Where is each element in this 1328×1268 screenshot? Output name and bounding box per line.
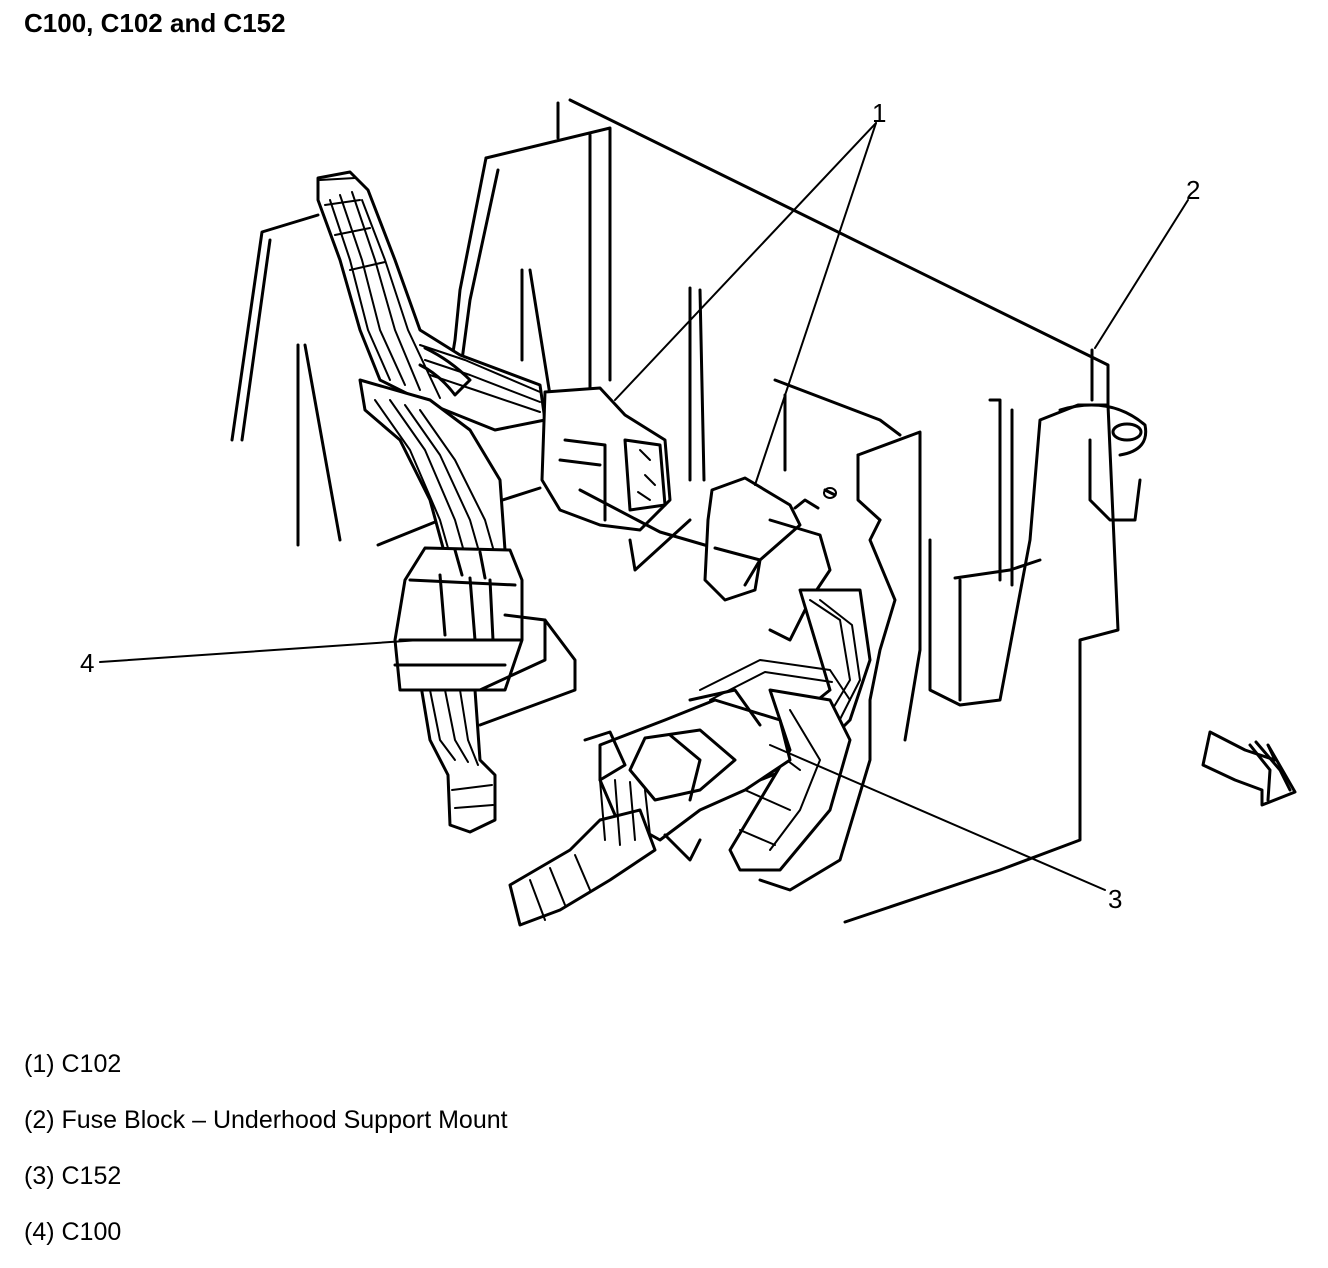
fuse-block-support-panel xyxy=(556,98,1148,924)
c102-connector-upper xyxy=(540,386,717,550)
upper-wire-harness xyxy=(316,170,547,432)
c152-harness xyxy=(508,779,657,927)
left-panel xyxy=(230,213,542,547)
callout-2: 2 xyxy=(1186,175,1200,205)
callout-1: 1 xyxy=(872,98,886,128)
legend-item-fuse-block: (2) Fuse Block – Underhood Support Mount xyxy=(24,1106,508,1134)
leader-lines xyxy=(99,122,1189,891)
connector-location-diagram: 1 2 3 4 xyxy=(80,98,1297,927)
c102-connector-lower xyxy=(703,476,837,642)
orientation-arrow xyxy=(1201,730,1297,807)
legend-item-c152: (3) C152 xyxy=(24,1162,122,1190)
diagram-title: C100, C102 and C152 xyxy=(24,8,286,38)
legend: (1) C102 (2) Fuse Block – Underhood Supp… xyxy=(24,1044,508,1268)
mounting-bracket xyxy=(448,126,922,892)
lower-left-harness xyxy=(358,378,507,834)
lower-right-harness xyxy=(699,588,872,872)
legend-item-c100: (4) C100 xyxy=(24,1218,122,1246)
callout-3: 3 xyxy=(1108,884,1122,914)
callout-4: 4 xyxy=(80,648,94,678)
legend-item-c102: (1) C102 xyxy=(24,1050,122,1078)
